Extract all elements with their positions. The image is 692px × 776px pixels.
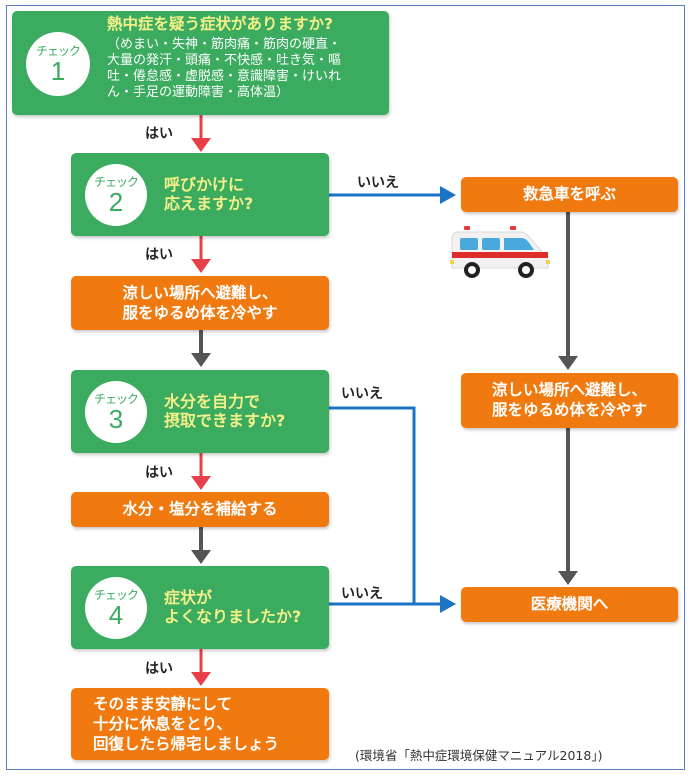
yes-arrow-2: [191, 236, 211, 273]
medical-institution-box: 医療機関へ: [461, 587, 678, 622]
check-badge-label: チェック: [35, 44, 81, 58]
yes-arrow-1: [191, 115, 211, 152]
action-text: 救急車を呼ぶ: [522, 185, 616, 203]
action-text: 医療機関へ: [530, 595, 609, 613]
question-line: よくなりましたか?: [164, 607, 302, 626]
action-line: そのまま安静にして: [93, 695, 233, 713]
action-line: 服をゆるめ体を冷やす: [122, 304, 278, 322]
details-line: 吐・倦怠感・虚脱感・意識障害・けいれ: [107, 69, 342, 84]
yes-label-4: はい: [145, 661, 173, 677]
check-3-box: チェック 3 水分を自力で 摂取できますか?: [71, 370, 329, 453]
yes-label-1: はい: [145, 126, 173, 142]
check-1-badge: チェック 1: [26, 32, 90, 96]
ambulance-icon: [450, 226, 550, 278]
action-line: 服をゆるめ体を冷やす: [491, 401, 647, 419]
question-line: 呼びかけに: [164, 175, 245, 194]
check-3-question: 水分を自力で 摂取できますか?: [164, 392, 285, 430]
check-1-box: チェック 1 熱中症を疑う症状がありますか? （めまい・失神・筋肉痛・筋肉の硬直…: [12, 11, 389, 115]
check-4-question: 症状が よくなりましたか?: [164, 588, 301, 626]
cool-down-left-box: 涼しい場所へ避難し、 服をゆるめ体を冷やす: [71, 276, 329, 330]
check-3-badge: チェック 3: [85, 381, 147, 443]
yes-label-2: はい: [145, 247, 173, 263]
check-badge-label: チェック: [93, 392, 139, 406]
flow-arrow-ambulance-to-cool: [558, 212, 578, 370]
flow-arrow-cool-to-medical: [558, 428, 578, 585]
check-badge-label: チェック: [93, 175, 139, 189]
action-line: 涼しい場所へ避難し、: [491, 381, 647, 399]
yes-arrow-3: [191, 453, 211, 490]
action-text: そのまま安静にして 十分に休息をとり、 回復したら帰宅しましょう: [93, 694, 279, 754]
check-badge-number: 4: [108, 600, 124, 630]
action-line: 涼しい場所へ避難し、: [122, 284, 278, 302]
call-ambulance-box: 救急車を呼ぶ: [461, 177, 678, 212]
check-badge-label: チェック: [93, 588, 139, 602]
flow-arrow-cool-to-check3: [191, 330, 211, 367]
yes-label-3: はい: [145, 465, 173, 481]
check-4-badge: チェック 4: [85, 577, 147, 639]
check-4-box: チェック 4 症状が よくなりましたか?: [71, 566, 329, 649]
no-arrow-check3: [329, 406, 416, 604]
details-line: 大量の発汗・頭痛・不快感・吐き気・嘔: [107, 53, 342, 68]
no-label-check4: いいえ: [341, 586, 383, 602]
check-badge-number: 2: [108, 187, 124, 217]
action-text: 涼しい場所へ避難し、 服をゆるめ体を冷やす: [71, 283, 329, 323]
yes-arrow-4: [191, 649, 211, 686]
check-2-badge: チェック 2: [85, 164, 147, 226]
details-line: （めまい・失神・筋肉痛・筋肉の硬直・: [107, 37, 342, 52]
flow-arrow-hydrate-to-check4: [191, 527, 211, 564]
check-2-box: チェック 2 呼びかけに 応えますか?: [71, 153, 329, 236]
check-badge-number: 1: [50, 56, 66, 86]
citation: (環境省「熱中症環境保健マニュアル2018」): [355, 748, 603, 763]
question-line: 水分を自力で: [164, 392, 261, 411]
rest-box: そのまま安静にして 十分に休息をとり、 回復したら帰宅しましょう: [71, 688, 329, 760]
action-line: 回復したら帰宅しましょう: [93, 735, 280, 753]
no-arrow-check2: [329, 186, 456, 204]
check-2-question: 呼びかけに 応えますか?: [164, 175, 253, 213]
cool-down-right-box: 涼しい場所へ避難し、 服をゆるめ体を冷やす: [461, 373, 678, 428]
no-label-check3: いいえ: [341, 386, 383, 402]
no-arrow-check4: [329, 595, 456, 613]
action-text: 涼しい場所へ避難し、 服をゆるめ体を冷やす: [461, 380, 678, 420]
action-text: 水分・塩分を補給する: [122, 500, 278, 518]
check-1-details: （めまい・失神・筋肉痛・筋肉の硬直・ 大量の発汗・頭痛・不快感・吐き気・嘔 吐・…: [107, 37, 341, 101]
details-line: ん・手足の運動障害・高体温）: [107, 85, 290, 100]
question-line: 症状が: [164, 588, 213, 607]
question-line: 応えますか?: [164, 194, 254, 213]
no-label-check2: いいえ: [357, 175, 399, 191]
check-badge-number: 3: [108, 404, 124, 434]
check-1-question: 熱中症を疑う症状がありますか?: [107, 15, 333, 33]
action-line: 十分に休息をとり、: [93, 715, 232, 733]
question-line: 摂取できますか?: [164, 411, 286, 430]
hydrate-box: 水分・塩分を補給する: [71, 492, 329, 527]
